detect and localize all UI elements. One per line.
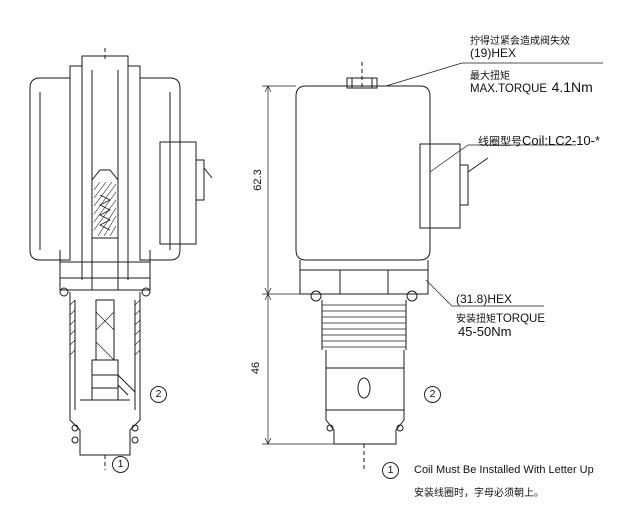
install-torque-en: TORQUE (496, 313, 545, 325)
port-2-right: 2 (424, 386, 441, 403)
exterior-view (262, 62, 603, 470)
coil-type-line: 线圈型号Coil:LC2-10-* (478, 132, 600, 150)
max-torque-en: MAX.TORQUE (470, 83, 548, 95)
dim-upper-height: 62.3 (252, 169, 264, 191)
note-en: Coil Must Be Installed With Letter Up (414, 464, 594, 476)
port-2-left: 2 (150, 386, 167, 403)
install-torque-cn: 安装扭矩 (456, 314, 496, 325)
hex-warning-cn: 拧得过紧会造成阀失效 (470, 36, 570, 47)
coil-type: Coil:LC2-10-* (522, 133, 601, 148)
max-torque-line: MAX.TORQUE 4.1Nm (470, 79, 593, 97)
hex19-label: (19)HEX (470, 46, 517, 60)
note-marker: 1 (382, 462, 399, 479)
max-torque-value: 4.1Nm (551, 79, 593, 95)
note-cn: 安装线圈时，字母必须朝上。 (414, 488, 544, 499)
install-torque-value: 45-50Nm (458, 324, 512, 339)
section-view (29, 48, 213, 470)
port-1-left: 1 (112, 456, 129, 473)
hex31-label: (31.8)HEX (456, 292, 513, 306)
coil-type-cn: 线圈型号 (478, 135, 522, 148)
dim-lower-height: 46 (250, 361, 262, 375)
install-torque-line: 安装扭矩TORQUE (456, 309, 545, 327)
max-torque-cn: 最大扭矩 (470, 71, 510, 82)
